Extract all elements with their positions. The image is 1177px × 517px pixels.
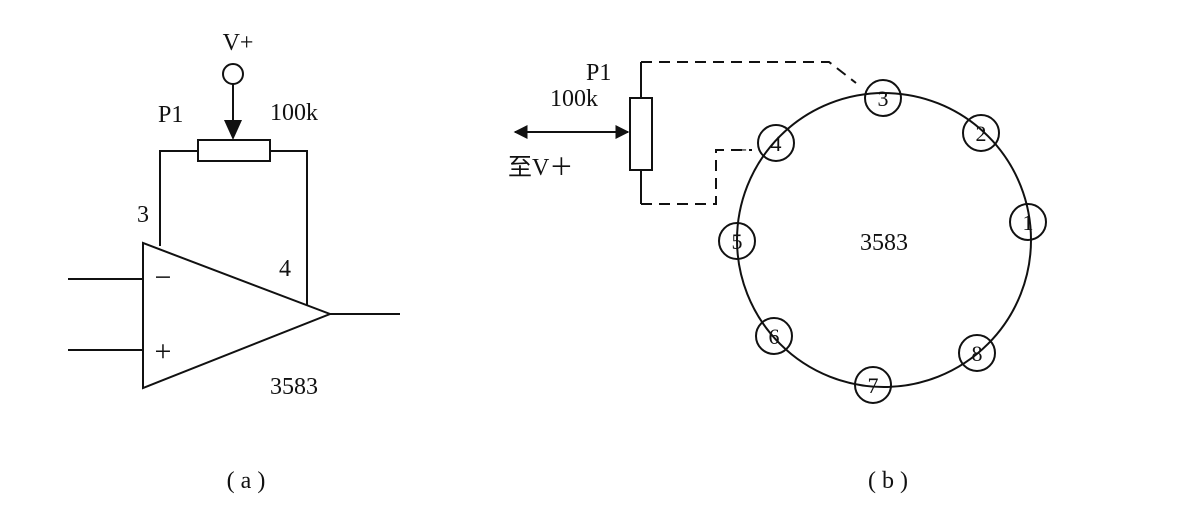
- pin-3-label: 3: [878, 86, 889, 111]
- pin-7-label: 7: [868, 373, 879, 398]
- pin-1: 1: [1009, 203, 1047, 241]
- pin-1-label: 1: [1023, 210, 1034, 235]
- pin-2-label: 2: [976, 121, 987, 146]
- pin-2: 2: [962, 114, 1000, 152]
- op-amp-triangle: [142, 241, 333, 390]
- pin-5: 5: [718, 222, 756, 260]
- diagram-a: V+ P1 100k 3 4 − + 3583 ( a ): [68, 30, 400, 494]
- pin-4-circle: [757, 124, 795, 162]
- pin-6-circle: [755, 317, 793, 355]
- caption-b: ( b ): [868, 468, 908, 494]
- dashed-wire-to-pin3: [641, 61, 857, 84]
- minus-sign: −: [155, 261, 172, 294]
- wiper-arrow: [224, 120, 242, 140]
- pin-4-label: 4: [279, 256, 291, 282]
- pot-lead-pin3: [159, 150, 198, 246]
- pin-8: 8: [958, 334, 996, 372]
- diagram-b: P1 100k 至V＋ – 3583 1 2 3: [508, 60, 1047, 494]
- chip-label-a: 3583: [270, 374, 318, 400]
- supply-terminal: [222, 63, 244, 85]
- pin-2-circle: [962, 114, 1000, 152]
- pot-value-b: 100k: [550, 86, 598, 112]
- pin-3-label: 3: [137, 202, 149, 228]
- pot-name-b: P1: [586, 60, 611, 86]
- pin-3-circle: [864, 79, 902, 117]
- chip-label-b: 3583: [860, 230, 908, 256]
- pin-8-label: 8: [972, 341, 983, 366]
- pin-5-circle: [718, 222, 756, 260]
- potentiometer-resistor: [197, 139, 271, 162]
- pin-6-label: 6: [769, 324, 780, 349]
- pin-6: 6: [755, 317, 793, 355]
- pin-8-circle: [958, 334, 996, 372]
- supply-label-b: 至V＋: [508, 155, 573, 181]
- pin-5-label: 5: [732, 229, 743, 254]
- caption-a: ( a ): [227, 468, 266, 494]
- pin-4: 4: [757, 124, 795, 162]
- dashed-wire-to-pin4: [641, 149, 752, 205]
- pin-3: 3: [864, 79, 902, 117]
- pin-7-circle: [854, 366, 892, 404]
- pot-lead-pin4: [270, 150, 308, 306]
- pin-4-label: 4: [771, 131, 782, 156]
- pot-value-a: 100k: [270, 100, 318, 126]
- supply-label-a: V+: [223, 30, 254, 56]
- plus-sign: +: [155, 335, 172, 368]
- dash-mark: –: [734, 135, 747, 160]
- pin-7: 7: [854, 366, 892, 404]
- pin-1-circle: [1009, 203, 1047, 241]
- potentiometer-vertical: [629, 97, 653, 171]
- pot-name-a: P1: [158, 102, 183, 128]
